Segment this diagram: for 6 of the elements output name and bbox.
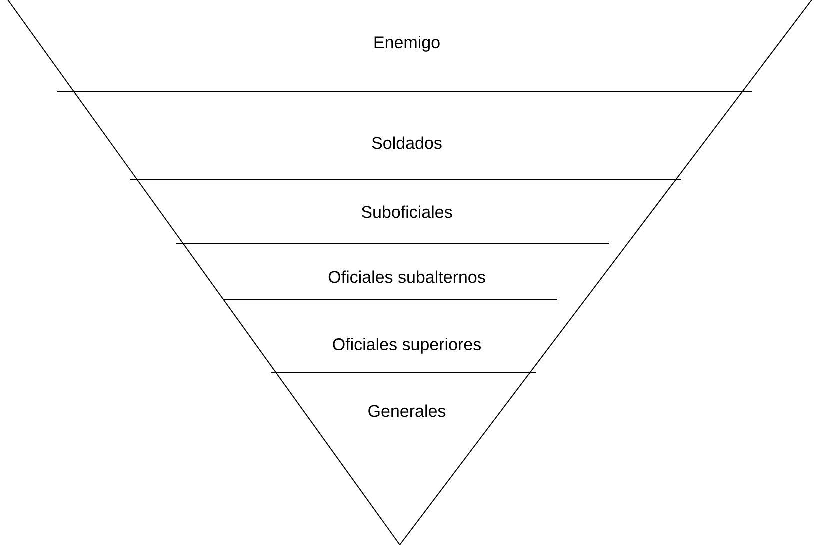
tier-label: Oficiales subalternos <box>328 270 486 284</box>
tier-label: Oficiales superiores <box>333 338 481 354</box>
tier-label: Soldados <box>372 136 442 150</box>
tier-label: Generales <box>368 404 446 418</box>
tier-label: Suboficiales <box>362 206 452 218</box>
tier-label: Enemigo <box>374 36 440 52</box>
